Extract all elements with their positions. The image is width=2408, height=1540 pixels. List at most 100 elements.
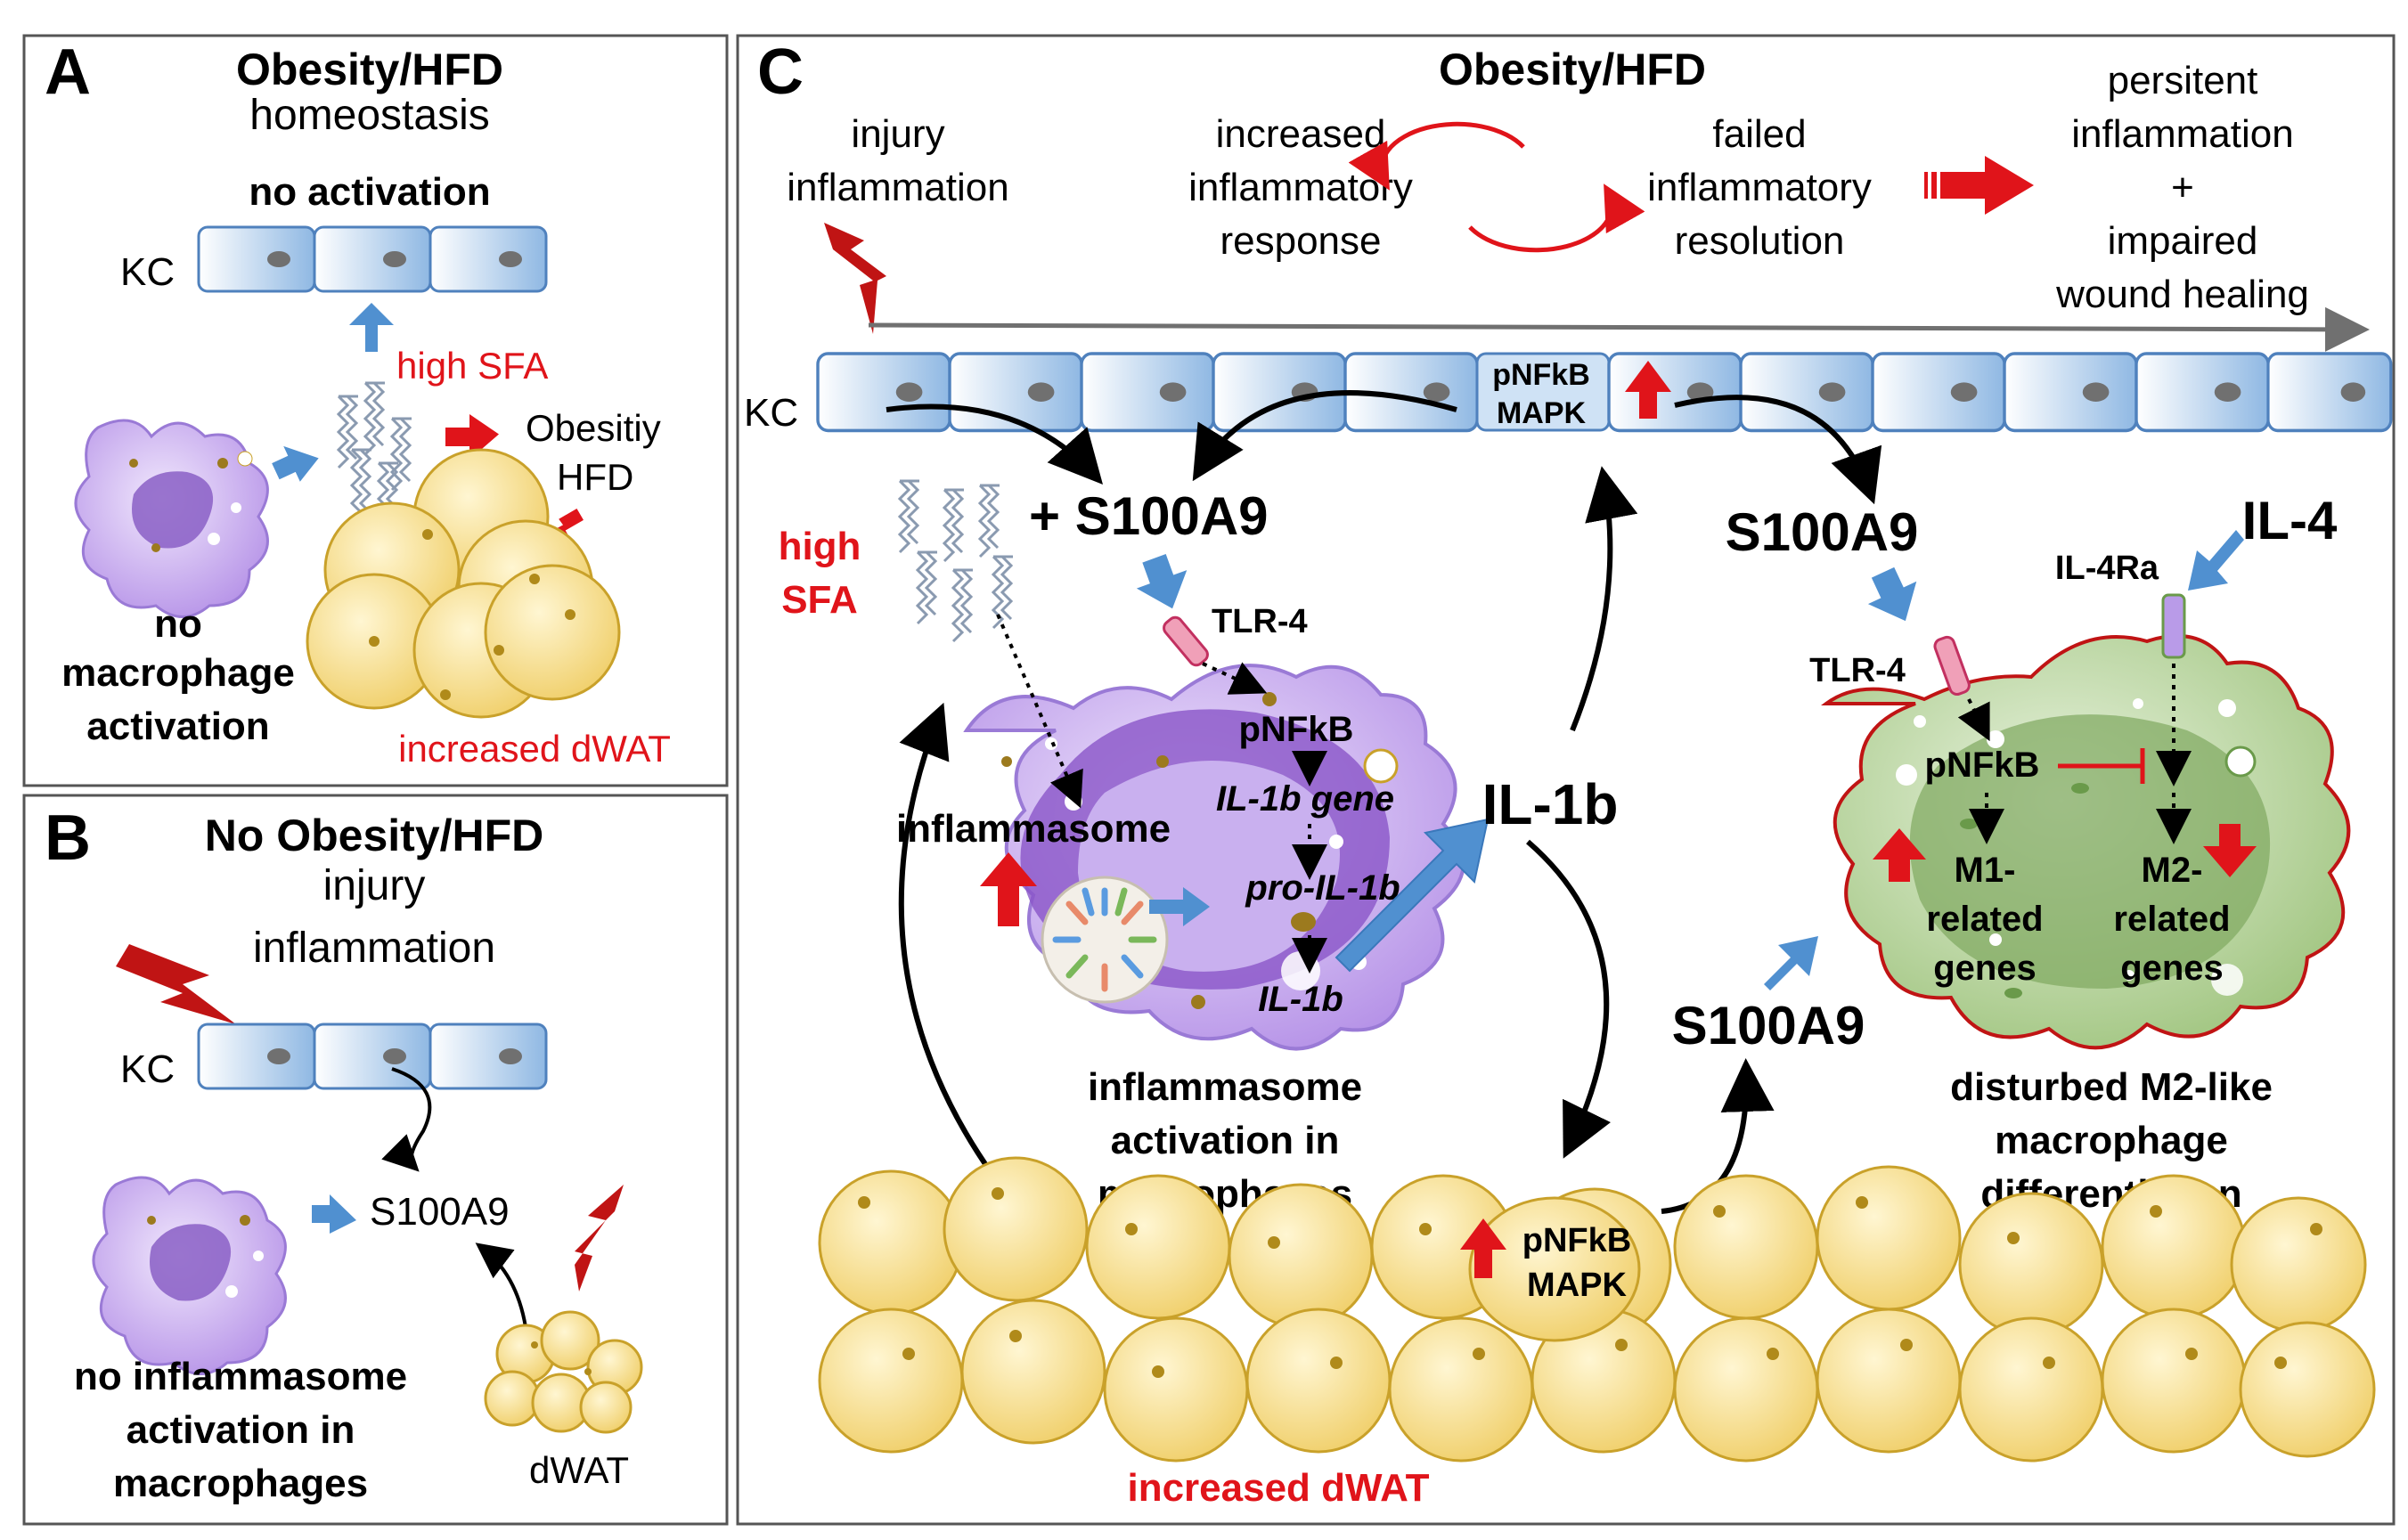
panel-c-m1-up-arrow <box>1873 828 1926 882</box>
panel-a-frame <box>22 34 729 787</box>
panel-c-il1b-gene: IL-1b gene <box>1216 779 1394 819</box>
panel-c-persistent-1: persitent <box>2108 59 2258 102</box>
panel-c-dwat-pnfkb: pNFkB <box>1522 1222 1631 1259</box>
panel-c-kc-up-arrow <box>1625 361 1671 419</box>
panel-c-kc-mapk: MAPK <box>1497 396 1587 430</box>
panel-b-no-inflammasome-2: activation in <box>127 1408 355 1452</box>
panel-a-red-arrow-2 <box>542 508 584 537</box>
panel-b-frame <box>22 794 729 1526</box>
panel-c-blue-arrow-s100a9-top <box>1867 566 1917 622</box>
panel-c-s100a9-bottom: S100A9 <box>1672 996 1865 1055</box>
panel-c-il4: IL-4 <box>2242 491 2338 550</box>
panel-a-up-arrow <box>349 303 394 352</box>
panel-c-il4ra-receptor <box>2161 593 2186 659</box>
panel-c-tlr4-receptor-right <box>1933 635 1971 697</box>
panel-c-tlr4-left: TLR-4 <box>1212 603 1308 640</box>
panel-c-inflammasome-act-2: activation in <box>1111 1119 1340 1162</box>
panel-c-adipocyte-layer <box>818 1156 2376 1463</box>
panel-c-s100a9-top: S100A9 <box>1726 502 1919 562</box>
panel-c-persistent-3: + <box>2171 166 2194 209</box>
panel-c-m2-3: genes <box>2120 949 2224 988</box>
panel-c-dwat-mapk: MAPK <box>1527 1267 1627 1304</box>
panel-c-sfa-chains <box>898 479 1015 643</box>
panel-c-m1-2: related <box>1926 900 2043 939</box>
panel-c-pro-il1b: pro-IL-1b <box>1245 868 1400 908</box>
panel-b-subtitle-1: injury <box>323 862 426 909</box>
panel-b-subtitle-2: inflammation <box>253 925 495 972</box>
panel-a-letter: A <box>45 37 91 108</box>
panel-a-obesity-2: HFD <box>557 456 633 498</box>
panel-c-il1b-big: IL-1b <box>1482 772 1619 836</box>
panel-a-no-macrophage-3: activation <box>86 705 269 748</box>
panel-a-obesity-1: Obesitiy <box>526 407 661 449</box>
panel-a-no-macrophage-1: no <box>154 602 202 646</box>
panel-b-adipocytes <box>484 1310 643 1434</box>
panel-a-high-sfa: high SFA <box>396 345 548 387</box>
panel-c-inflammasome-complex <box>1041 876 1169 1004</box>
panel-c-flow-arrows <box>886 390 1882 1214</box>
panel-c-inflammasome-up-arrow <box>980 852 1037 926</box>
panel-c-failed-2: inflammatory <box>1647 166 1872 209</box>
panel-b-no-inflammasome-3: macrophages <box>113 1462 368 1505</box>
panel-c-big-red-arrow <box>1924 156 2034 215</box>
panel-c-tlr4-right: TLR-4 <box>1809 652 1906 689</box>
panel-c-kc-label: KC <box>744 391 798 435</box>
panel-b-s100a9: S100A9 <box>370 1190 510 1234</box>
panel-a-no-activation: no activation <box>249 170 490 214</box>
panel-a-title: Obesity/HFD <box>236 45 503 94</box>
panel-a-kc-label: KC <box>120 250 175 294</box>
panel-c-il4ra: IL-4Ra <box>2055 550 2159 587</box>
panel-c-pro-il1b-dot <box>1291 912 1316 932</box>
panel-b-kc-label: KC <box>120 1047 175 1091</box>
panel-b-keratinocytes <box>197 1023 548 1090</box>
panel-a-red-arrow-1 <box>445 414 499 460</box>
panel-c-m1-1: M1- <box>1955 851 2016 890</box>
panel-c-persistent-5: wound healing <box>2055 273 2309 316</box>
panel-c-increased-1: increased <box>1216 112 1386 156</box>
panel-c-blue-arrow-s100a9-bottom <box>1764 936 1818 990</box>
panel-c-inflammasome: inflammasome <box>896 807 1171 851</box>
panel-b-title: No Obesity/HFD <box>205 811 544 860</box>
panel-c-title: Obesity/HFD <box>1439 45 1706 94</box>
panel-b-dwat: dWAT <box>529 1449 629 1491</box>
panel-a-macrophage <box>74 419 269 618</box>
panel-b-lightning-1 <box>116 944 236 1024</box>
panel-c-failed-3: resolution <box>1675 219 1845 263</box>
panel-c-frame <box>736 34 2396 1526</box>
panel-c-disturbed-1: disturbed M2-like <box>1950 1065 2273 1109</box>
panel-c-plus-s100a9: + S100A9 <box>1029 486 1269 546</box>
panel-c-pnfkb-right: pNFkB <box>1925 746 2040 785</box>
panel-a-no-macrophage-2: macrophage <box>61 651 295 695</box>
panel-c-kc-pnfkb: pNFkB <box>1492 358 1590 392</box>
panel-a-keratinocytes <box>197 225 548 293</box>
panel-c-m2-down-arrow <box>2203 824 2257 877</box>
panel-c-blue-arrow-s100a9 <box>1136 554 1188 609</box>
panel-c-disturbed-2: macrophage <box>1995 1119 2228 1162</box>
panel-c-m2-1: M2- <box>2142 851 2203 890</box>
panel-c-increased-dwat: increased dWAT <box>1127 1466 1429 1510</box>
panel-c-increased-2: inflammatory <box>1188 166 1413 209</box>
panel-c-blue-arrow-complex <box>1149 887 1210 926</box>
panel-c-m1-3: genes <box>1933 949 2037 988</box>
panel-c-blue-arrow-il4 <box>2188 530 2244 591</box>
panel-c-injury-1: injury <box>851 112 944 156</box>
panel-c-timeline <box>868 306 2370 352</box>
panel-a-adipocytes <box>306 448 621 719</box>
panel-c-injury-2: inflammation <box>787 166 1008 209</box>
panel-c-increased-3: response <box>1220 219 1381 263</box>
panel-c-dotted-sfa <box>996 614 1083 809</box>
panel-c-letter: C <box>757 37 804 108</box>
panel-c-blue-arrow-il1b <box>1335 818 1490 973</box>
panel-c-il1b-small: IL-1b <box>1258 980 1343 1019</box>
panel-c-m2-2: related <box>2113 900 2230 939</box>
panel-c-cycle-arrows <box>1348 121 1645 253</box>
panel-c-high-sfa-1: high <box>779 525 861 568</box>
panel-c-lightning <box>824 223 886 334</box>
panel-c-failed-1: failed <box>1712 112 1806 156</box>
panel-b-no-inflammasome-1: no inflammasome <box>74 1355 407 1398</box>
panel-b-blue-arrow <box>312 1194 356 1234</box>
panel-c-inhibition-line <box>2058 748 2145 784</box>
panel-c-tlr4-receptor-left <box>1163 615 1209 667</box>
panel-c-inflammasome-act-1: inflammasome <box>1088 1065 1362 1109</box>
